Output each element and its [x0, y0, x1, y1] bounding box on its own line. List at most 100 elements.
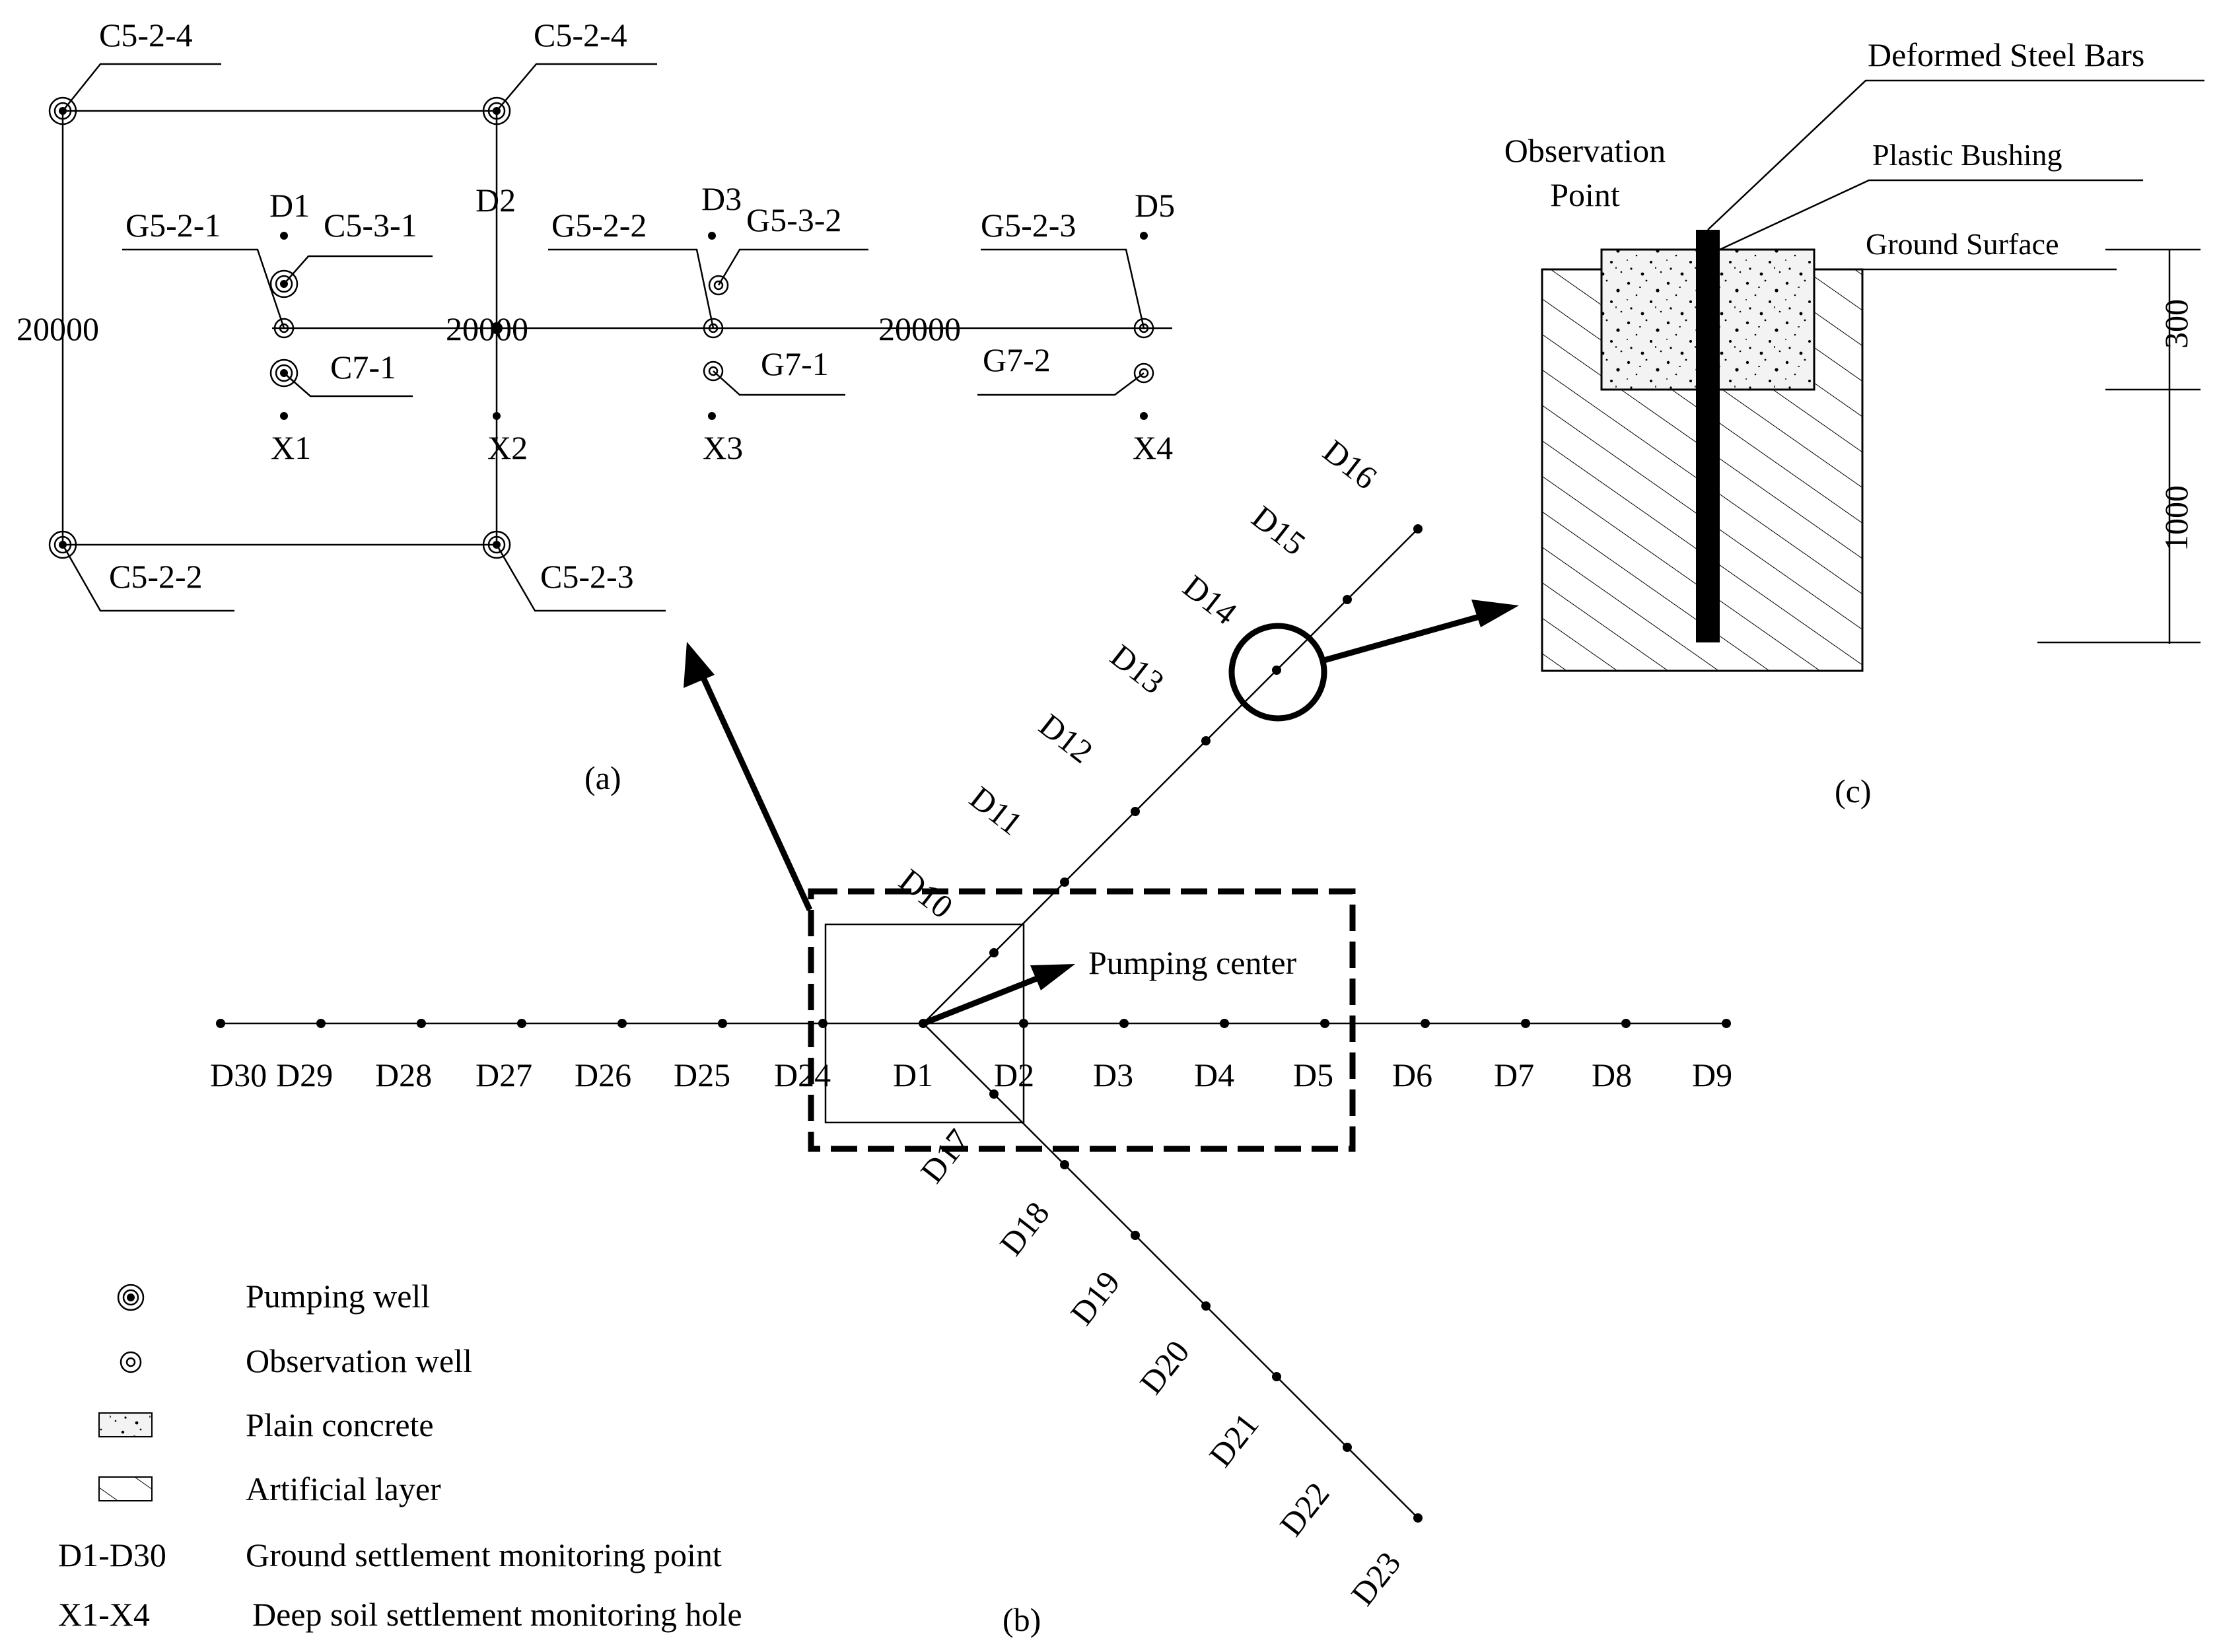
point-d1 — [280, 232, 288, 240]
point-d22 — [1343, 1443, 1352, 1452]
point-d24 — [818, 1019, 828, 1028]
pumping-well-c7-1 — [269, 359, 299, 388]
leader-g7-2 — [977, 372, 1145, 396]
label-d6: D6 — [1392, 1056, 1432, 1093]
point-d11 — [1060, 878, 1069, 887]
label-corner-top-left: C5-2-4 — [99, 17, 193, 53]
corner-well-bottom-right — [482, 530, 511, 559]
label-dimension-1000: 1000 — [2158, 485, 2195, 551]
spacing-label-2: 20000 — [446, 310, 528, 347]
point-d18 — [1060, 1160, 1069, 1169]
spacing-label-3: 20000 — [878, 310, 961, 347]
point-d2-center — [491, 322, 503, 334]
point-d16 — [1413, 524, 1423, 533]
diagonal-line-up — [923, 526, 1421, 1024]
point-x3 — [708, 412, 716, 420]
legend-code-x1-x4: X1-X4 — [58, 1596, 150, 1633]
label-d2: D2 — [994, 1056, 1034, 1093]
label-d26: D26 — [575, 1056, 631, 1093]
label-g7-1: G7-1 — [761, 345, 829, 382]
label-d21: D21 — [1202, 1406, 1266, 1473]
point-d21 — [1272, 1372, 1281, 1381]
observation-well-g7-2 — [1133, 362, 1154, 384]
label-d14: D14 — [1176, 568, 1244, 632]
label-plastic-bushing: Plastic Bushing — [1872, 138, 2062, 172]
label-d28: D28 — [375, 1056, 432, 1093]
diagonal-down-points — [989, 1089, 1423, 1523]
point-d26 — [617, 1019, 627, 1028]
diagonal-up-labels: D10 D11 D12 D13 D14 D15 D16 — [892, 432, 1384, 926]
label-d12: D12 — [1032, 706, 1100, 771]
point-d14 — [1272, 666, 1281, 675]
label-point-x2: X2 — [487, 429, 528, 466]
label-pumping-center: Pumping center — [1088, 944, 1297, 981]
label-corner-top-right: C5-2-4 — [534, 17, 627, 53]
label-g5-2-1: G5-2-1 — [125, 207, 221, 244]
point-x2 — [493, 412, 501, 420]
deformed-steel-bar — [1696, 230, 1720, 642]
panel-a: C5-2-4 C5-2-4 C5-2-2 C5-2-3 20000 20000 … — [17, 17, 1175, 796]
label-d9: D9 — [1692, 1056, 1732, 1093]
point-d20 — [1201, 1301, 1211, 1311]
label-point-x3: X3 — [703, 429, 743, 466]
point-d28 — [417, 1019, 426, 1028]
observation-well-g7-1 — [703, 361, 724, 382]
label-d15: D15 — [1245, 499, 1312, 563]
observation-well-g5-2-1 — [273, 318, 295, 339]
label-ground-surface: Ground Surface — [1866, 227, 2059, 261]
point-d5 — [1140, 232, 1148, 240]
caption-b: (b) — [1003, 1601, 1041, 1638]
point-d8 — [1621, 1019, 1631, 1028]
diagonal-up-points — [989, 524, 1423, 957]
leader-g5-2-3 — [981, 248, 1145, 329]
legend-artificial-layer-swatch — [98, 1476, 153, 1501]
label-corner-bottom-right: C5-2-3 — [540, 558, 634, 595]
legend-code-d1-d30: D1-D30 — [58, 1536, 166, 1573]
point-d3 — [708, 232, 716, 240]
label-g5-2-3: G5-2-3 — [981, 207, 1076, 244]
leader-g5-2-2 — [548, 248, 715, 329]
label-d10: D10 — [892, 862, 960, 926]
point-d23 — [1413, 1513, 1423, 1523]
caption-a: (a) — [584, 759, 621, 796]
observation-well-g5-2-3 — [1133, 318, 1154, 339]
legend-plain-concrete-swatch — [98, 1412, 153, 1437]
highlight-circle-d14 — [1228, 623, 1327, 722]
label-d5: D5 — [1293, 1056, 1333, 1093]
diagonal-down-labels: D17 D18 D19 D20 D21 D22 D23 — [913, 1122, 1408, 1612]
label-d17: D17 — [913, 1122, 977, 1189]
label-c7-1: C7-1 — [330, 349, 396, 386]
point-d10 — [989, 948, 999, 957]
legend-label-pumping-well: Pumping well — [246, 1278, 430, 1315]
point-d2 — [1019, 1019, 1028, 1028]
point-d29 — [316, 1019, 326, 1028]
point-d5 — [1320, 1019, 1329, 1028]
point-d12 — [1131, 807, 1140, 816]
label-d19: D19 — [1063, 1264, 1127, 1331]
leader-top-right — [496, 63, 657, 112]
label-deformed-steel-bars: Deformed Steel Bars — [1868, 36, 2144, 73]
label-d25: D25 — [674, 1056, 730, 1093]
leader-g7-1 — [713, 370, 845, 396]
point-d7 — [1521, 1019, 1530, 1028]
label-point-d5: D5 — [1135, 187, 1175, 224]
point-d4 — [1220, 1019, 1229, 1028]
label-point-d2: D2 — [476, 182, 516, 219]
leader-bottom-right — [495, 544, 666, 612]
legend-label-observation-well: Observation well — [246, 1342, 472, 1379]
label-corner-bottom-left: C5-2-2 — [109, 558, 203, 595]
panel-c: Deformed Steel Bars Plastic Bushing Grou… — [1504, 36, 2204, 809]
diagonal-line-down — [923, 1023, 1421, 1521]
legend-observation-well-icon — [120, 1351, 142, 1373]
pumping-center-arrow — [922, 964, 1075, 1027]
label-d13: D13 — [1104, 637, 1171, 701]
point-d3 — [1119, 1019, 1129, 1028]
leader-top-left — [62, 63, 221, 112]
label-d11: D11 — [963, 779, 1030, 843]
label-d24: D24 — [774, 1056, 831, 1093]
label-d16: D16 — [1316, 432, 1384, 497]
legend-label-artificial-layer: Artificial layer — [246, 1470, 441, 1507]
leader-g5-3-2 — [717, 248, 868, 286]
label-dimension-300: 300 — [2158, 299, 2195, 349]
label-d27: D27 — [476, 1056, 532, 1093]
